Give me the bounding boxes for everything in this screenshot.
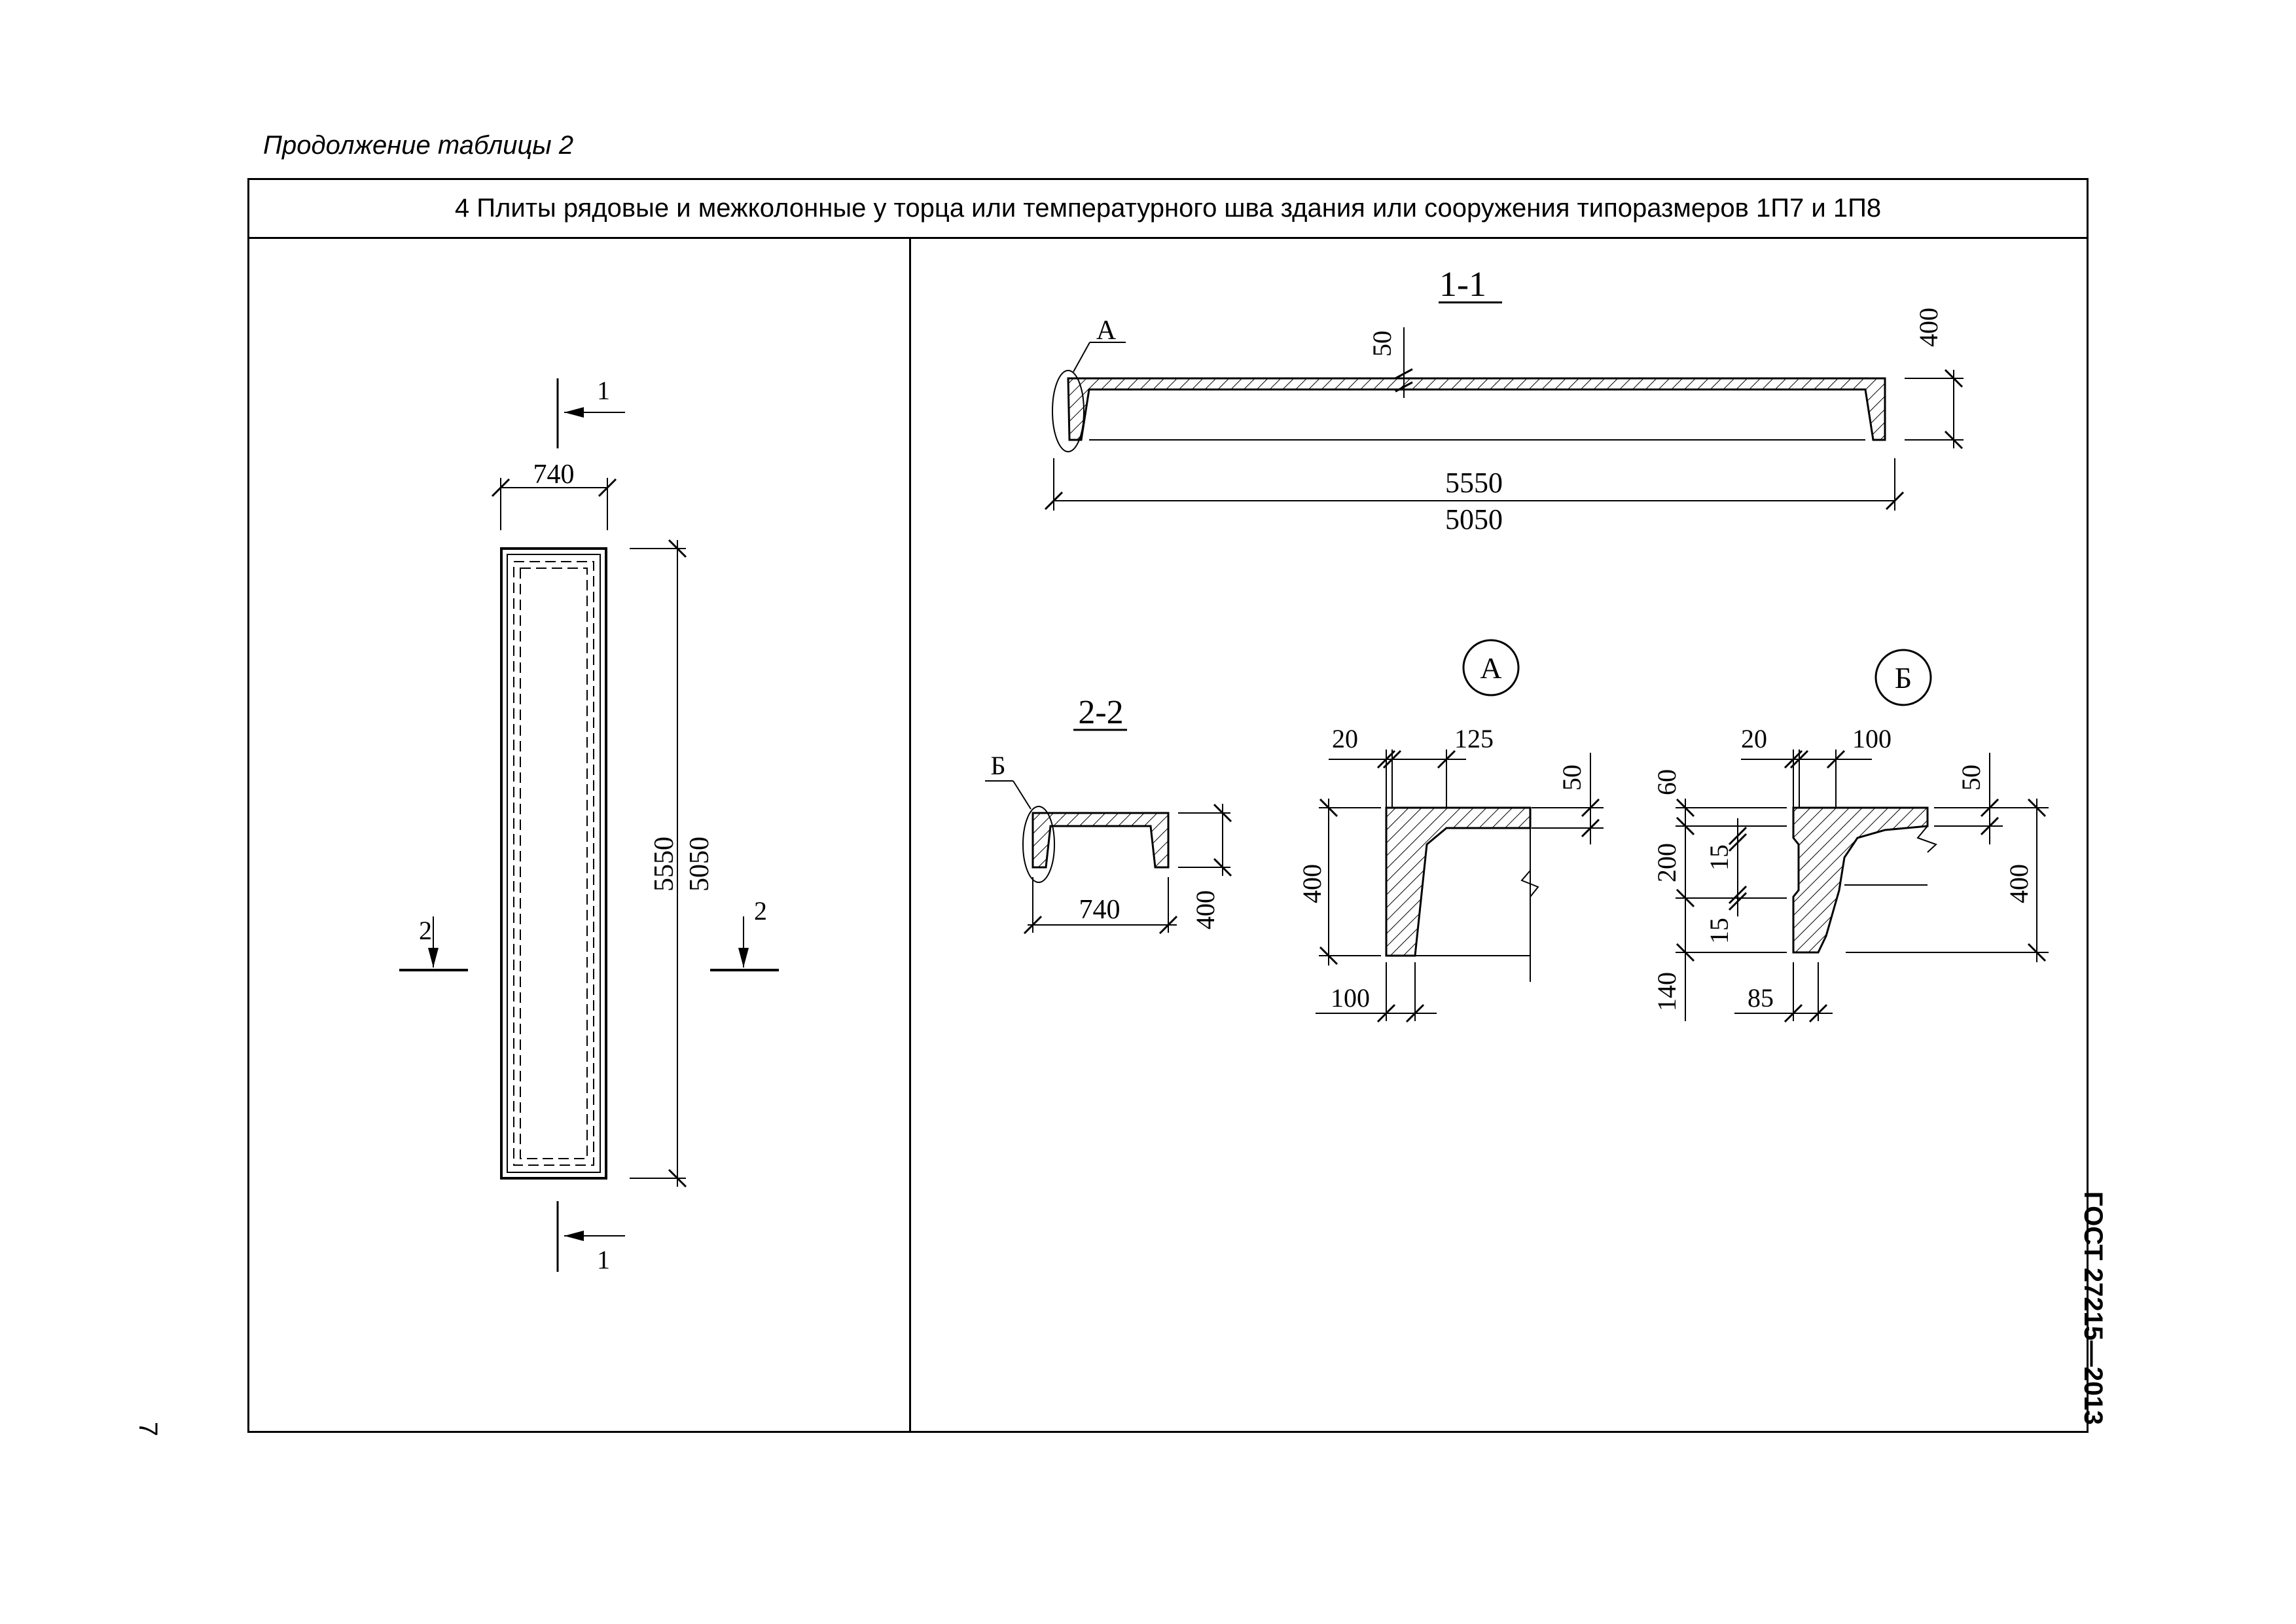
detail-a-dim-100: 100 [1331, 983, 1370, 1013]
detail-a-dim-50: 50 [1557, 765, 1587, 791]
detail-a-dim-125: 125 [1454, 724, 1494, 753]
detail-b-dim-60: 60 [1652, 769, 1681, 795]
table-continuation-caption: Продолжение таблицы 2 [263, 131, 574, 160]
detail-a-label: А [1480, 651, 1501, 685]
section-1-1-length-outer: 5550 [1445, 467, 1503, 499]
section-mark-2-right: 2 [754, 896, 767, 926]
detail-a-dim-400: 400 [1297, 864, 1327, 903]
table-row-title: 4 Плиты рядовые и межколонные у торца ил… [249, 180, 2087, 239]
section-1-1-length-inner: 5050 [1445, 503, 1503, 535]
standard-designation: ГОСТ 27215—2013 [2079, 1191, 2108, 1425]
detail-a-dim-20: 20 [1332, 724, 1358, 753]
detail-b-label: Б [1895, 661, 1912, 695]
plan-length-outer: 5550 [649, 837, 679, 892]
column-divider [909, 239, 911, 1433]
section-1-1-callout-a: А [1096, 316, 1117, 346]
detail-b-dim-85: 85 [1748, 983, 1774, 1013]
detail-b-dim-100: 100 [1852, 724, 1892, 753]
section-2-2-title: 2-2 [1078, 694, 1123, 731]
section-2-2-width: 740 [1079, 895, 1121, 925]
plan-length-inner: 5050 [685, 837, 715, 892]
detail-b-dim-140: 140 [1652, 972, 1681, 1011]
section-2-2: 2-2 Б 740 400 [985, 694, 1232, 935]
section-2-2-height: 400 [1191, 890, 1220, 929]
section-mark-1-top: 1 [597, 376, 610, 405]
section-1-1-shell-thickness: 50 [1367, 331, 1397, 357]
table-frame: 4 Плиты рядовые и межколонные у торца ил… [247, 178, 2089, 1433]
section-1-1-title: 1-1 [1439, 264, 1486, 304]
detail-a: А 20 125 50 400 100 [1297, 639, 1604, 1023]
section-1-1: 1-1 А 50 400 5550 5050 [1044, 264, 1964, 535]
detail-b-dim-15-upper: 15 [1704, 844, 1734, 871]
detail-b-dim-15-lower: 15 [1704, 918, 1734, 944]
plan-width-dimension: 740 [533, 460, 575, 490]
detail-b-dim-20: 20 [1741, 724, 1767, 753]
page-number: 7 [134, 1422, 162, 1437]
detail-b-dim-400: 400 [2004, 864, 2034, 903]
detail-b-dim-50: 50 [1956, 765, 1986, 791]
plan-view: 1 1 740 5550 5050 2 2 [399, 376, 779, 1274]
section-mark-1-bottom: 1 [597, 1245, 610, 1274]
section-2-2-callout-b: Б [991, 751, 1006, 780]
section-mark-2-left: 2 [419, 916, 432, 945]
detail-b: Б 20 100 50 400 [1652, 649, 2049, 1023]
section-1-1-height: 400 [1914, 308, 1943, 347]
detail-b-dim-200: 200 [1652, 843, 1681, 882]
